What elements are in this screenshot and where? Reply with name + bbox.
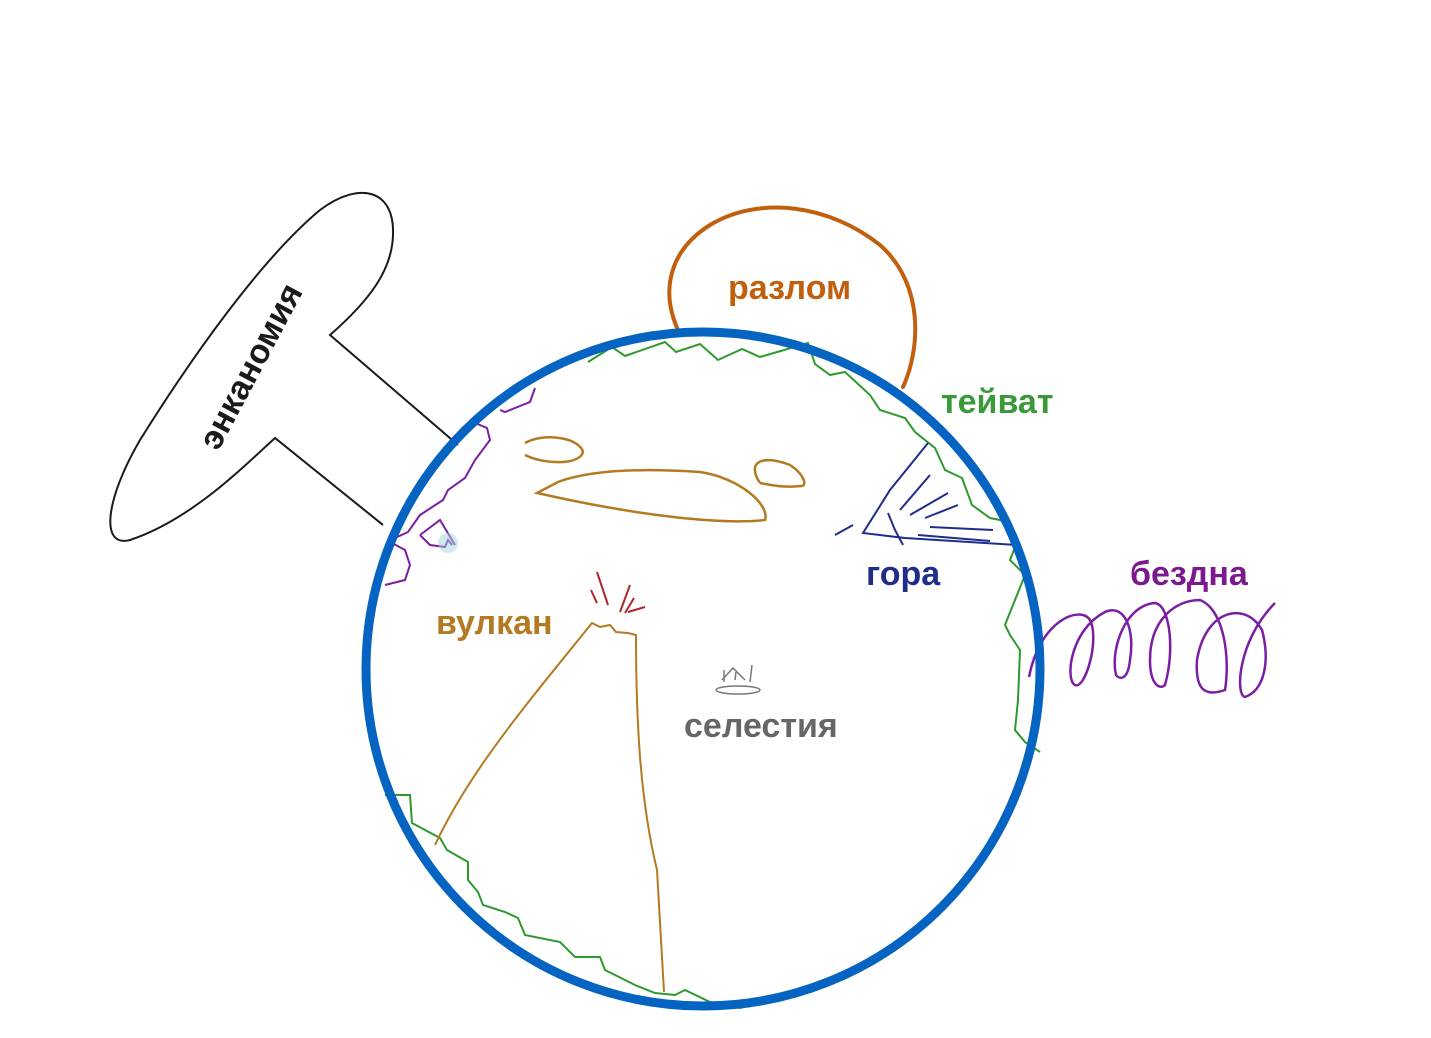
label-bezdna: бездна (1130, 555, 1249, 593)
label-gora: гора (866, 555, 941, 593)
label-enkanomiya: энканомия (192, 277, 311, 456)
teyvat-coast-bottom (385, 794, 771, 1010)
enkanomiya-outline (109, 191, 459, 542)
label-teyvat: тейват (941, 383, 1053, 421)
floating-city-icon (715, 664, 761, 695)
spiral-icon (1027, 598, 1276, 699)
razlom-arc (667, 205, 918, 389)
world-circle (361, 327, 1045, 1011)
abyss-coast (384, 387, 536, 586)
island-small-right (753, 458, 806, 488)
lava-sparks (590, 571, 646, 614)
island-small-left (524, 436, 585, 464)
mountain-icon (834, 442, 1018, 546)
glow-spot (438, 533, 458, 553)
teyvat-coast-top (587, 340, 1041, 753)
label-vulkan: вулкан (436, 604, 553, 642)
island-large (533, 468, 767, 523)
volcano-icon (434, 621, 665, 993)
label-razlom: разлом (728, 269, 851, 307)
label-selestia: селестия (684, 707, 838, 745)
